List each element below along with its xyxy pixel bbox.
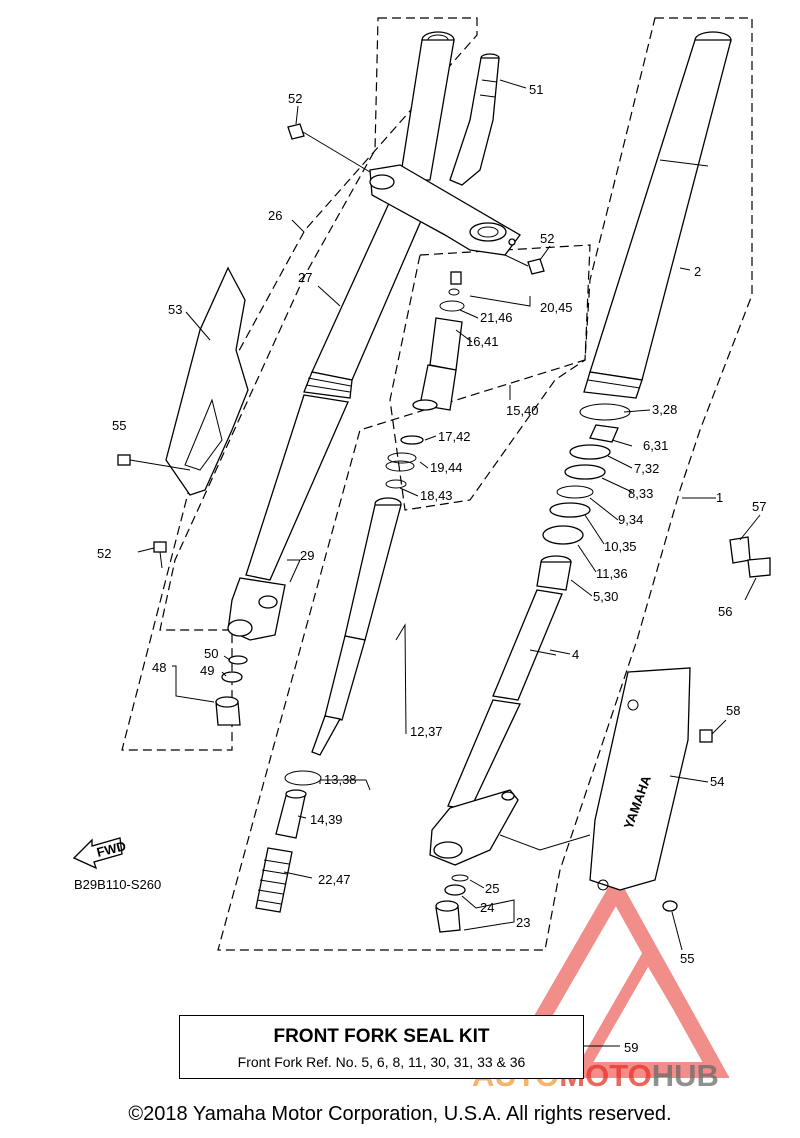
label-part-52-left: 52	[97, 546, 111, 561]
label-part-49: 49	[200, 663, 214, 678]
label-part-7-32: 7,32	[634, 461, 659, 476]
label-part-10-35: 10,35	[604, 539, 637, 554]
part-58-bolt	[699, 729, 713, 743]
label-part-5-30: 5,30	[593, 589, 618, 604]
seal-kit-box: FRONT FORK SEAL KIT Front Fork Ref. No. …	[179, 1015, 584, 1079]
label-part-15-40: 15,40	[506, 403, 539, 418]
part-23-right-axle-holder	[429, 789, 519, 933]
assembly-26-outline	[121, 17, 478, 751]
label-part-29: 29	[300, 548, 314, 563]
label-part-22-47: 22,47	[318, 872, 351, 887]
part-13-oring	[284, 770, 322, 786]
label-part-8-33: 8,33	[628, 486, 653, 501]
label-part-24: 24	[480, 900, 494, 915]
label-part-26: 26	[268, 208, 282, 223]
part-29-axle-holder	[227, 577, 286, 641]
label-part-18-43: 18,43	[420, 488, 453, 503]
label-part-57: 57	[752, 499, 766, 514]
label-part-27: 27	[298, 270, 312, 285]
label-part-50: 50	[204, 646, 218, 661]
copyright-notice: ©2018 Yamaha Motor Corporation, U.S.A. A…	[128, 1103, 672, 1125]
label-part-19-44: 19,44	[430, 460, 463, 475]
watermark-logo	[498, 873, 730, 1078]
part-55-bolt	[117, 454, 191, 471]
label-part-1: 1	[716, 490, 723, 505]
label-part-14-39: 14,39	[310, 812, 343, 827]
label-part-4: 4	[572, 647, 579, 662]
label-part-55-left: 55	[112, 418, 126, 433]
part-55-bolt-right	[662, 900, 678, 912]
label-part-23: 23	[516, 915, 530, 930]
part-5-collar	[536, 555, 572, 591]
part-53-fork-guard-left	[165, 266, 249, 496]
under-bracket	[369, 164, 521, 256]
label-part-54: 54	[710, 774, 724, 789]
part-2-right-outer-tube	[583, 31, 732, 399]
label-part-20-45: 20,45	[540, 300, 573, 315]
label-part-2: 2	[694, 264, 701, 279]
part-26-left-inner-tube	[399, 31, 455, 181]
fwd-arrow-icon: FWD	[72, 837, 127, 870]
label-part-53: 53	[168, 302, 182, 317]
label-part-51: 51	[529, 82, 543, 97]
label-part-16-41: 16,41	[466, 334, 499, 349]
damper-15-outline	[389, 244, 591, 511]
part-52-bolt-right	[504, 254, 545, 275]
label-part-17-42: 17,42	[438, 429, 471, 444]
part-labels: 51 52 52 52 26 27 2 53 20,45 21,46 16,41…	[74, 82, 766, 1055]
label-part-12-37: 12,37	[410, 724, 443, 739]
label-part-48: 48	[152, 660, 166, 675]
label-part-59: 59	[624, 1040, 638, 1055]
label-part-9-34: 9,34	[618, 512, 643, 527]
assembly-1-outline	[217, 17, 753, 951]
part-48-bolt-assembly	[215, 655, 248, 726]
damper-cartridge-top	[385, 271, 465, 489]
part-54-fork-guard-right: YAMAHA	[589, 667, 691, 891]
label-part-56: 56	[718, 604, 732, 619]
part-4-inner-tube	[447, 589, 563, 811]
part-51-steering-stem	[449, 53, 500, 186]
label-part-25: 25	[485, 881, 499, 896]
diagram-code: B29B110-S260	[74, 877, 161, 892]
label-part-58: 58	[726, 703, 740, 718]
fwd-label: FWD	[95, 838, 127, 860]
label-part-55-right: 55	[680, 951, 694, 966]
label-part-21-46: 21,46	[480, 310, 513, 325]
part-56-bracket	[747, 557, 771, 578]
part-52-bolt-left	[153, 541, 167, 569]
seal-kit-title: FRONT FORK SEAL KIT	[273, 1026, 490, 1047]
label-part-52-right: 52	[540, 231, 554, 246]
label-part-11-36: 11,36	[596, 566, 628, 581]
part-22-spring	[255, 847, 293, 913]
label-part-52-top: 52	[288, 91, 302, 106]
watermark-text-hub: HUB	[652, 1058, 719, 1093]
part-12-damper-rod	[311, 497, 402, 756]
part-14-collar	[275, 789, 307, 839]
part-52-bolt-top	[287, 123, 371, 173]
leader-lines	[137, 79, 761, 1047]
part-27-left-outer-tube	[245, 189, 431, 581]
label-part-13-38: 13,38	[324, 772, 357, 787]
label-part-3-28: 3,28	[652, 402, 677, 417]
part-57-bracket	[729, 536, 751, 564]
label-part-6-31: 6,31	[643, 438, 668, 453]
seal-kit-subtitle: Front Fork Ref. No. 5, 6, 8, 11, 30, 31,…	[237, 1054, 526, 1070]
seal-stack	[542, 403, 631, 545]
